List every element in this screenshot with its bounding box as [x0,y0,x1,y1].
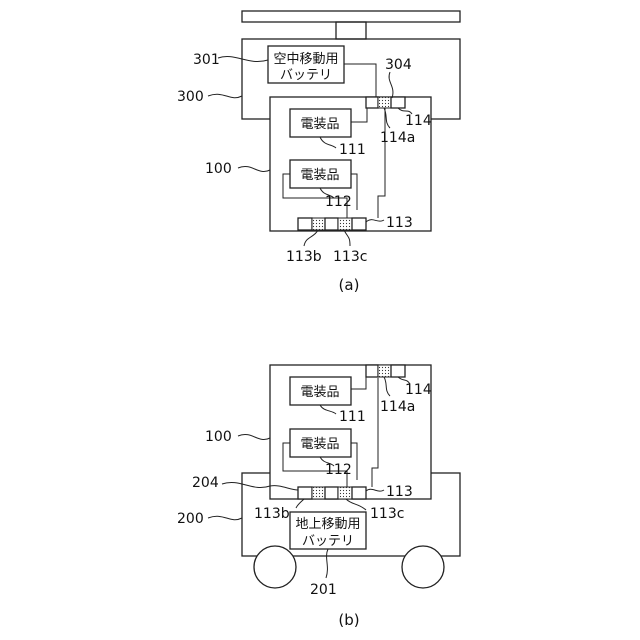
ref-113: 113 [386,215,413,231]
leader-113c-b [346,499,366,510]
ref-112-b: 112 [325,462,352,478]
ref-201: 201 [310,582,337,598]
device-112-label-b: 電装品 [300,437,339,452]
ref-114a-b: 114a [380,399,415,415]
leader-100 [238,166,270,171]
connector-114 [366,97,405,108]
leader-113b [304,230,318,246]
connector-114-b [366,365,405,377]
leader-304 [389,72,393,98]
propeller-mast [336,22,366,39]
connector-113 [298,218,366,230]
leader-100-b [238,434,270,439]
ref-114a: 114a [380,130,415,146]
aerial-battery-label-line1: 空中移動用 [273,52,338,67]
ref-100-b: 100 [205,429,232,445]
device-111-label-b: 電装品 [300,385,339,400]
ref-113c-b: 113c [370,506,404,522]
caption-a: (a) [339,276,360,294]
ref-114-b: 114 [405,382,432,398]
leader-201 [326,549,328,578]
aerial-battery-label-line2: バッテリ [280,68,332,83]
leader-301 [218,56,268,61]
panel-b: 電装品 電装品 地上移動用 バッテリ 114 1 [177,365,460,629]
ref-114: 114 [405,113,432,129]
propeller-bar [242,11,460,22]
ref-100: 100 [205,161,232,177]
panel-a: 空中移動用 バッテリ 電装品 電装品 [177,11,460,294]
left-wheel [254,546,296,588]
ref-200: 200 [177,511,204,527]
leader-300 [208,94,242,97]
caption-b: (b) [338,611,359,629]
right-wheel [402,546,444,588]
ref-113-b: 113 [386,484,413,500]
leader-200 [208,516,242,519]
ref-112: 112 [325,194,352,210]
ref-111-b: 111 [339,409,366,425]
ref-111: 111 [339,142,366,158]
ref-304: 304 [385,57,412,73]
leader-113c [344,230,350,246]
connector-113-b [298,487,366,499]
ref-113b: 113b [286,249,322,265]
device-111-label: 電装品 [300,117,339,132]
ref-204: 204 [192,475,219,491]
wire-battery-connector [344,64,376,97]
ref-300: 300 [177,89,204,105]
ref-113b-b: 113b [254,506,290,522]
ref-113c: 113c [333,249,367,265]
device-112-label: 電装品 [300,168,339,183]
ground-battery-label-line2: バッテリ [302,534,354,549]
ref-301: 301 [193,52,220,68]
leader-113b-b [296,499,304,508]
ground-battery-label-line1: 地上移動用 [295,517,360,532]
